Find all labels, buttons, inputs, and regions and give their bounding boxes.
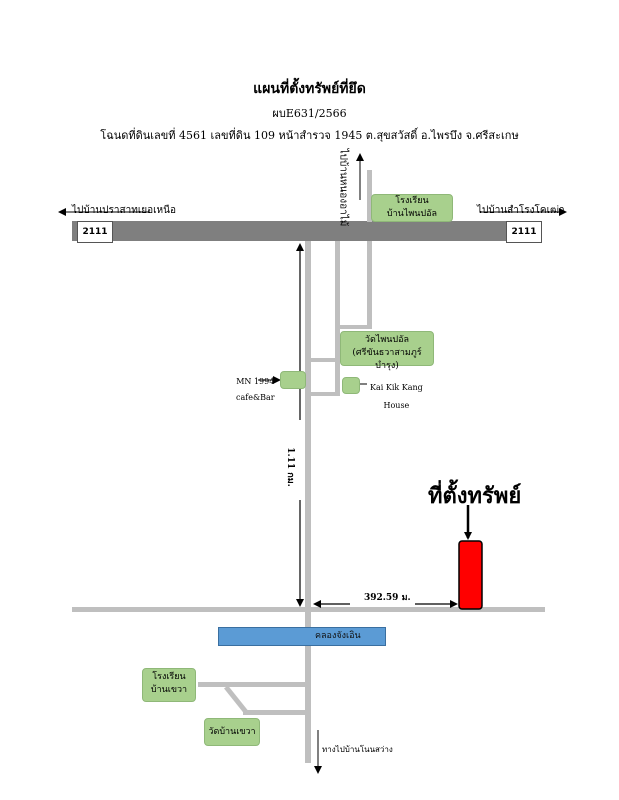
side-road-a: [335, 241, 340, 396]
side-road-e: [311, 392, 340, 396]
south-road: [72, 607, 545, 612]
side-road-c: [340, 325, 372, 329]
temple-bottom-box: วัดบ้านเขวา: [204, 718, 260, 746]
main-road: [72, 221, 542, 241]
vertical-distance-label: 1.11 กม.: [284, 447, 295, 487]
main-vertical-road: [305, 241, 311, 763]
temple-box: วัดไพนปอัล (ศรีขันธวาสามภูร์บำรุง): [340, 331, 434, 371]
side-road-b: [367, 241, 372, 329]
cafe-label: MN 1994 cafe&Bar: [236, 377, 275, 402]
school-top-box: โรงเรียน บ้านไพนปอัล: [371, 194, 453, 222]
north-road: [367, 170, 372, 222]
map-title: แผนที่ตั้งทรัพย์ที่ยึด: [253, 81, 366, 97]
deed-info: โฉนดที่ดินเลขที่ 4561 เลขที่ดิน 109 หน้า…: [100, 129, 519, 142]
kaikik-box: [342, 377, 360, 394]
school-bottom-box: โรงเรียน บ้านเขวา: [142, 668, 196, 702]
route-sign-right: 2111: [506, 221, 542, 243]
property-label: ที่ตั้งทรัพย์: [428, 483, 522, 509]
horizontal-distance-label: 392.59 ม.: [364, 593, 411, 603]
canal-label: คลองจังเอิน: [315, 631, 361, 641]
side-road-d: [311, 358, 340, 362]
main-road-right-label: ไปบ้านสำโรงโคเฒ่า: [477, 205, 565, 216]
main-road-left-label: ไปบ้านปราสาทเยอเหนือ: [72, 205, 176, 216]
route-sign-left: 2111: [77, 221, 113, 243]
lower-road-b: [243, 710, 305, 715]
south-road-label: ทางไปบ้านโนนสว่าง: [322, 745, 393, 754]
lower-road-a: [198, 682, 305, 687]
property-marker: [458, 540, 483, 610]
cafe-box: [280, 371, 306, 389]
lower-road-diag: [224, 685, 248, 714]
kaikik-label: Kai Kik Kang House: [370, 383, 423, 410]
north-road-label: ไปบ้านหนองอาไม้: [337, 148, 349, 227]
map-reference: ผบE631/2566: [272, 107, 347, 120]
canal: คลองจังเอิน: [218, 627, 386, 646]
